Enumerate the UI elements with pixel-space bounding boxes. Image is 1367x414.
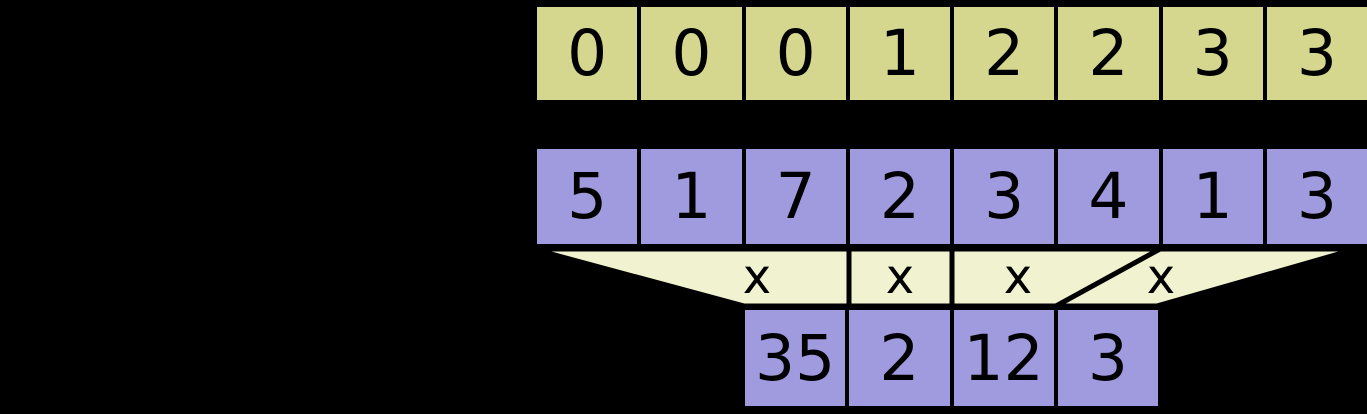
funnel-separator-diagonal xyxy=(1054,248,1162,309)
value-cell: 3 xyxy=(954,149,1055,244)
input-values-row: 5 1 7 2 3 4 1 3 xyxy=(533,145,1367,248)
result-cell: 3 xyxy=(1057,310,1158,406)
multiply-operator: x xyxy=(742,249,772,305)
value-cell: 7 xyxy=(745,149,846,244)
results-row: 35 2 12 3 xyxy=(741,306,1162,410)
value-cell: 4 xyxy=(1058,149,1159,244)
flag-cell: 1 xyxy=(849,7,950,100)
flag-cell: 3 xyxy=(1266,7,1367,100)
reduction-funnel-shape xyxy=(539,248,1350,309)
value-cell: 3 xyxy=(1266,149,1367,244)
multiply-operator: x xyxy=(1146,249,1176,305)
multiply-operator: x xyxy=(885,249,915,305)
value-cell: 5 xyxy=(537,149,638,244)
flag-cell: 0 xyxy=(745,7,846,100)
flag-cell: 0 xyxy=(537,7,638,100)
result-cell: 12 xyxy=(953,310,1054,406)
result-cell: 35 xyxy=(745,310,846,406)
flag-cell: 2 xyxy=(1058,7,1159,100)
flag-cell: 0 xyxy=(641,7,742,100)
flag-cell: 3 xyxy=(1162,7,1263,100)
value-cell: 1 xyxy=(1162,149,1263,244)
segment-flags-row: 0 0 0 1 2 2 3 3 xyxy=(533,3,1367,104)
result-cell: 2 xyxy=(849,310,950,406)
flag-cell: 2 xyxy=(954,7,1055,100)
funnel-body xyxy=(539,248,1350,307)
multiply-operator: x xyxy=(1003,249,1033,305)
value-cell: 2 xyxy=(849,149,950,244)
value-cell: 1 xyxy=(641,149,742,244)
